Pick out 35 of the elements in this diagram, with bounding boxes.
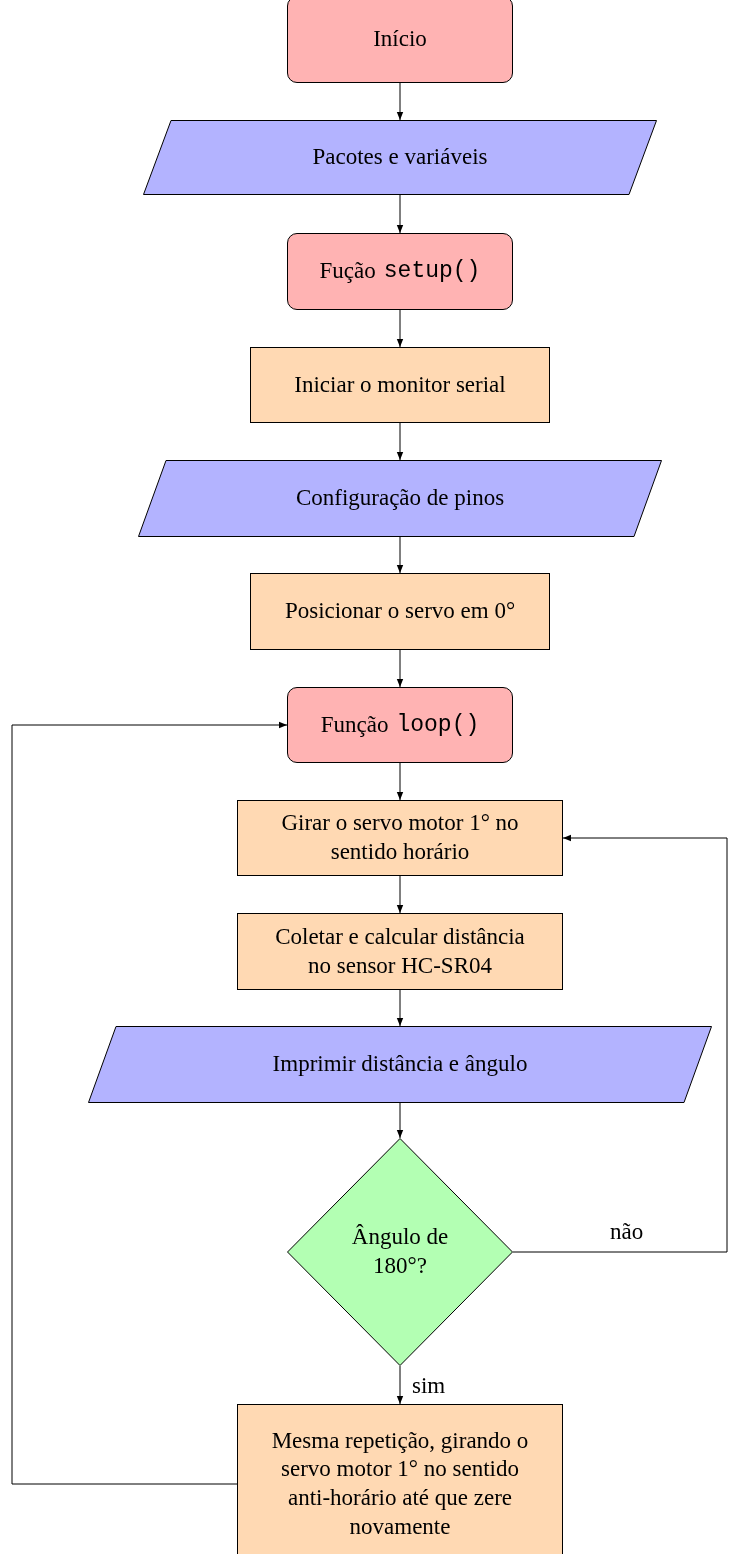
node-label: Posicionar o servo em 0° <box>284 597 516 626</box>
arrow <box>396 422 404 461</box>
node-label: Iniciar o monitor serial <box>294 370 506 399</box>
terminal-box <box>287 233 513 310</box>
process-box <box>250 347 550 423</box>
node-label: Mesma repetição, girando o servo motor 1° no sentido anti-horário até que zere novamente <box>270 1426 530 1541</box>
terminal-box <box>287 0 513 83</box>
arrow <box>396 1365 404 1405</box>
node-label: Pacotes e variáveis <box>312 143 488 172</box>
node-label: Função <box>320 710 389 739</box>
arrow <box>396 1102 404 1139</box>
arrow <box>512 834 728 1253</box>
node-label: Início <box>373 25 427 54</box>
code-text: setup() <box>383 257 481 286</box>
arrow <box>396 82 404 121</box>
terminal-box <box>287 687 513 763</box>
code-text: loop() <box>396 710 480 740</box>
arrow <box>396 194 404 234</box>
node-label: Configuração de pinos <box>295 484 505 513</box>
node-label: Girar o servo motor 1° no sentido horário <box>280 809 520 866</box>
process-box <box>237 1404 563 1554</box>
arrow <box>396 875 404 914</box>
arrow <box>396 762 404 801</box>
node-label: Ângulo de 180°? <box>350 1223 450 1280</box>
process-box <box>237 913 563 990</box>
arrow <box>396 309 404 348</box>
node-label: Imprimir distância e ângulo <box>272 1050 528 1079</box>
arrow <box>11 721 288 1485</box>
node-label: Fução <box>319 257 376 286</box>
arrow <box>396 649 404 688</box>
node-label: Coletar e calcular distância no sensor HC-SR04 <box>274 922 526 980</box>
arrow <box>396 989 404 1027</box>
process-box <box>237 800 563 876</box>
arrow <box>396 536 404 574</box>
process-box <box>250 573 550 650</box>
